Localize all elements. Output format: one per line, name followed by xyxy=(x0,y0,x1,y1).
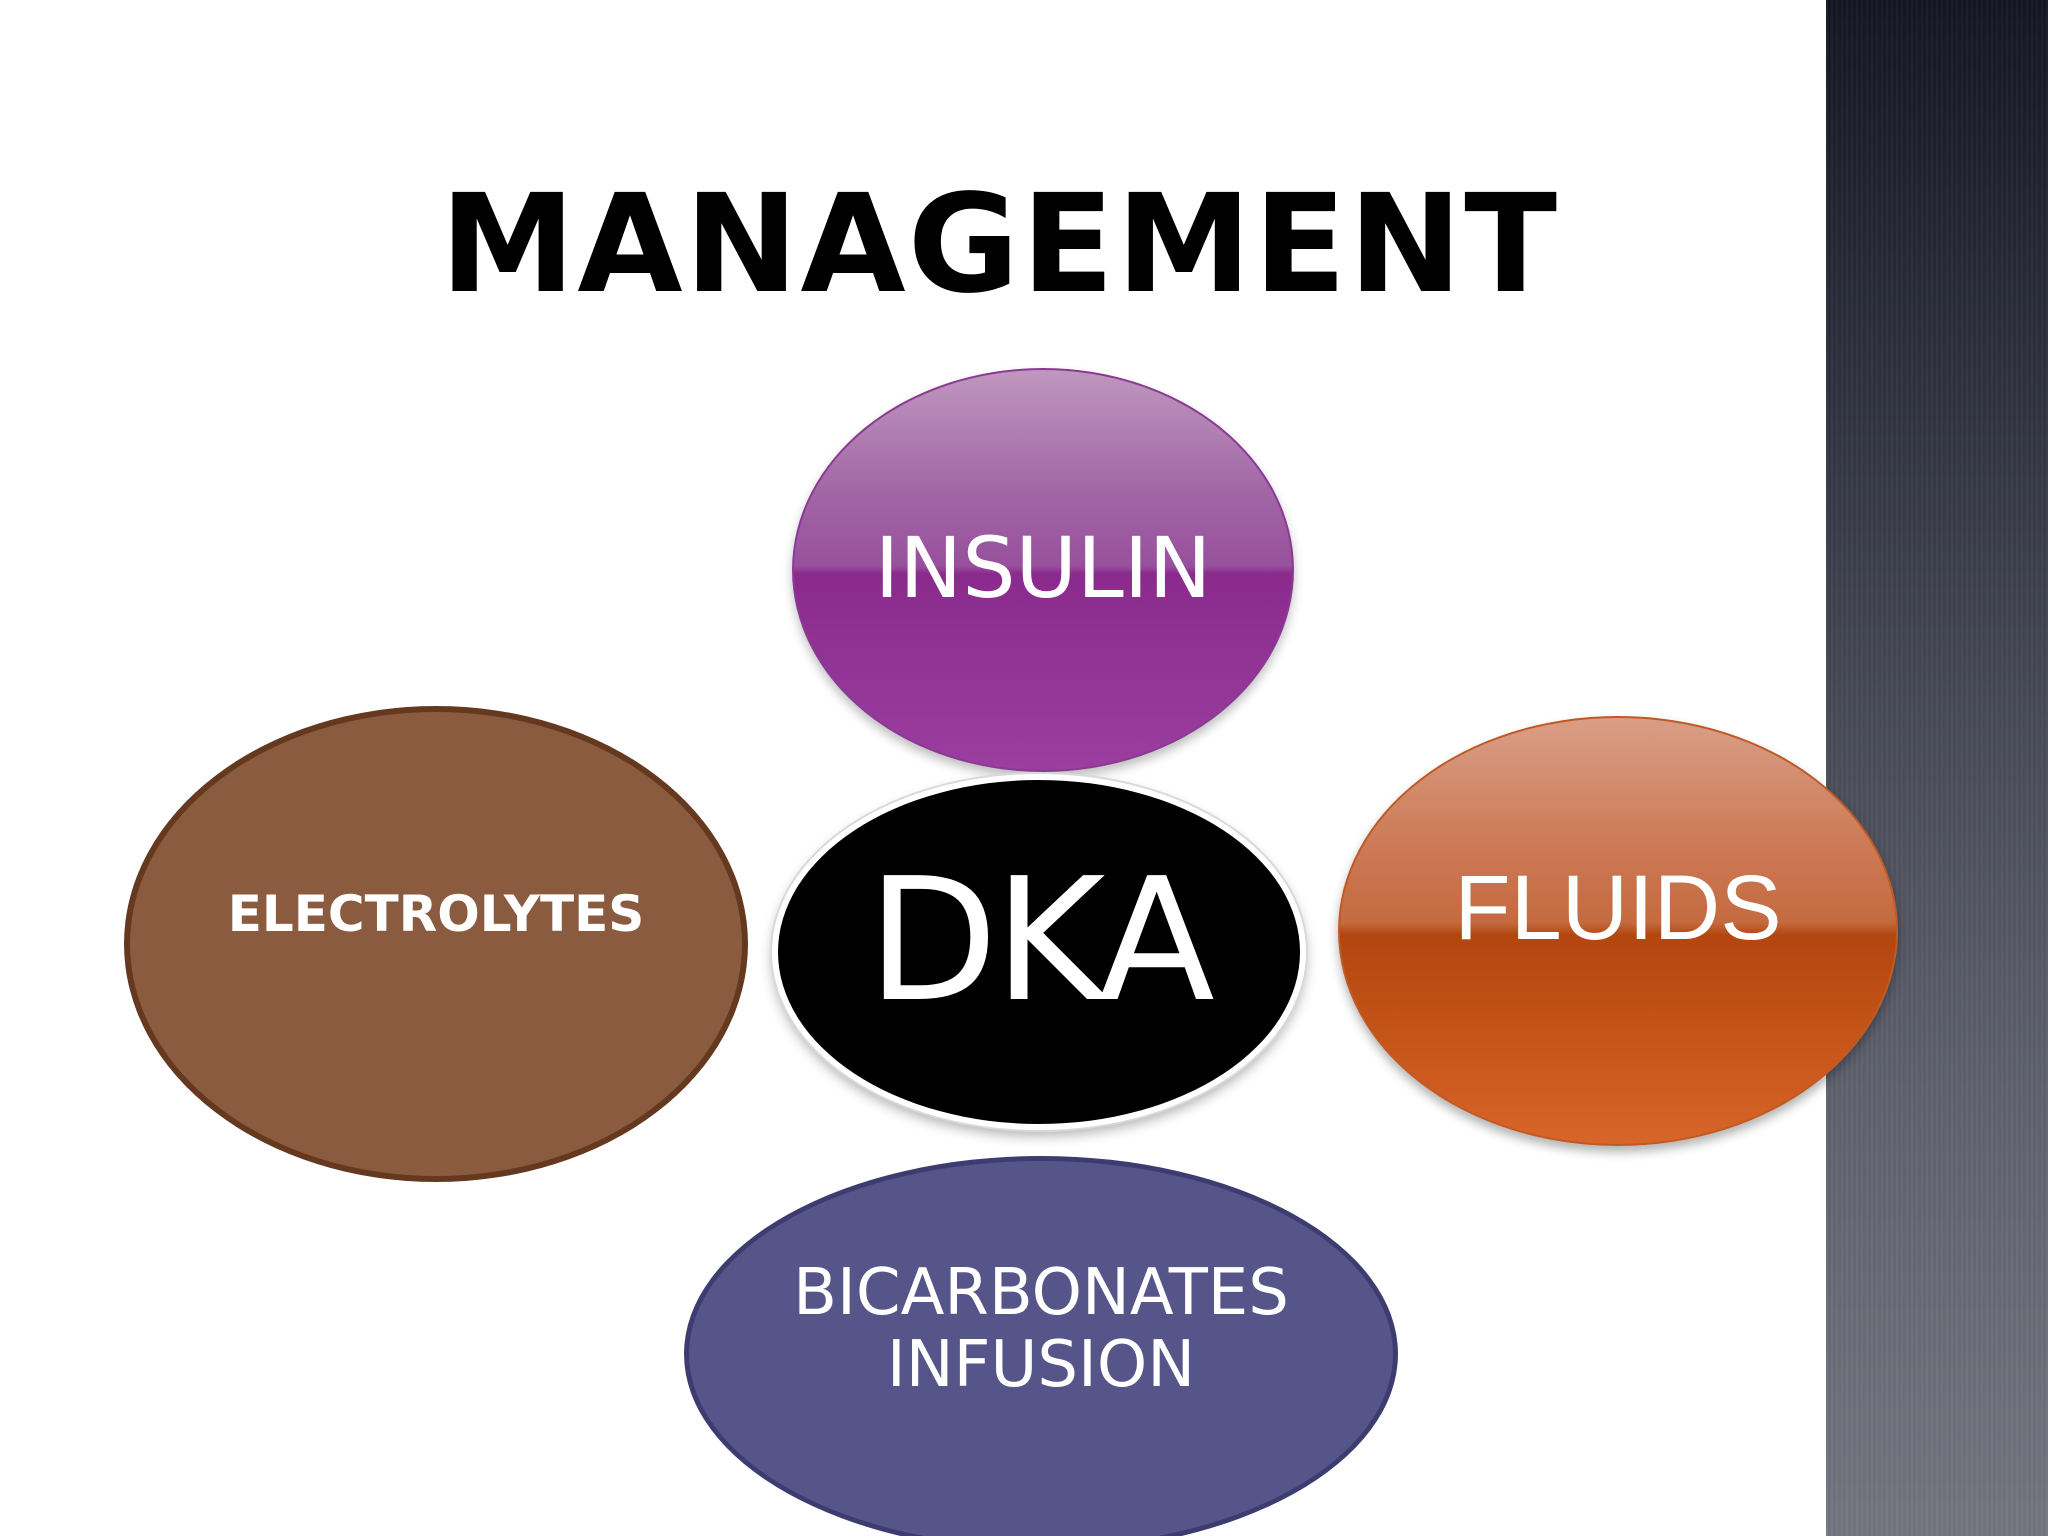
electrolytes-bubble: ELECTROLYTES xyxy=(124,706,748,1182)
fluids-bubble: FLUIDS xyxy=(1338,716,1898,1146)
insulin-label: INSULIN xyxy=(874,519,1212,617)
slide-title: MANAGEMENT xyxy=(440,166,1560,324)
dka-center-bubble: DKA xyxy=(772,774,1306,1130)
side-decoration-panel xyxy=(1826,0,2048,1536)
bicarbonates-label: BICARBONATES INFUSION xyxy=(793,1256,1289,1402)
dka-label: DKA xyxy=(867,842,1215,1040)
bicarbonates-bubble: BICARBONATES INFUSION xyxy=(684,1156,1398,1536)
electrolytes-label: ELECTROLYTES xyxy=(227,885,645,943)
fluids-label: FLUIDS xyxy=(1454,856,1782,959)
insulin-bubble: INSULIN xyxy=(792,368,1294,772)
